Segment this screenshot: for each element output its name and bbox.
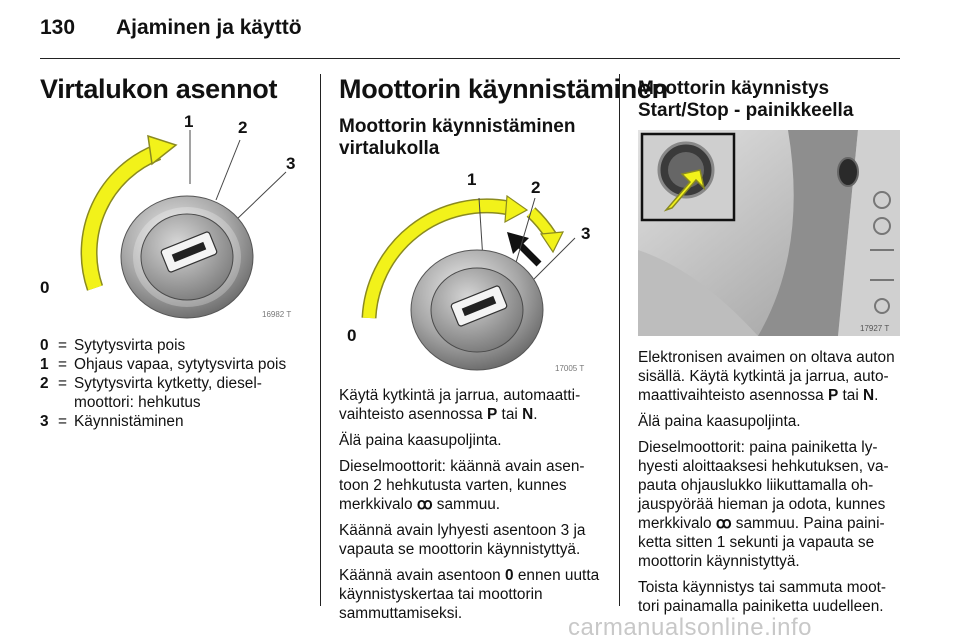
- text-run: tai: [838, 387, 864, 404]
- col3-paragraph-2: Älä paina kaasupoljinta.: [638, 413, 801, 430]
- text-run: .: [874, 387, 879, 404]
- gear-p: P: [827, 387, 839, 404]
- figure2-label-1: 1: [467, 170, 477, 189]
- section-title: Ajaminen ja käyttö: [116, 16, 302, 39]
- legend-text: Sytytysvirta kytketty, diesel-moottori: …: [74, 375, 262, 411]
- glow-plug-indicator-icon: ꝏ: [715, 515, 732, 532]
- col1-heading: Virtalukon asennot: [40, 74, 278, 104]
- text-run: Elektronisen avaimen on oltava auton sis…: [638, 349, 895, 404]
- text-run: Käännä avain asentoon: [339, 567, 506, 584]
- text-run: Dieselmoottorit: paina painiketta ly-hye…: [638, 439, 889, 532]
- legend-eq: =: [58, 375, 67, 392]
- watermark: carmanualsonline.info: [568, 614, 812, 641]
- key-ignition-illustration: [361, 194, 576, 371]
- col2-paragraph-4: Käännä avain lyhyesti asentoon 3 ja vapa…: [339, 522, 586, 558]
- legend-row-3: 3 = Käynnistäminen: [40, 412, 306, 431]
- text-run: Dieselmoottorit: käännä avain asen-toon …: [339, 458, 585, 513]
- figure1-label-1: 1: [184, 112, 194, 131]
- column-divider-1: [320, 74, 321, 606]
- text-run: ennen uutta käynnistyskertaa tai moottor…: [339, 567, 600, 622]
- legend-key: 3: [40, 413, 49, 430]
- col3-body: Elektronisen avaimen on oltava auton sis…: [638, 348, 904, 623]
- col2-heading: Moottorin käynnistäminen: [339, 74, 668, 104]
- legend-key: 0: [40, 337, 49, 354]
- text-run: Käytä kytkintä ja jarrua, automaatti-vai…: [339, 387, 581, 423]
- col2-subheading-line2: virtalukolla: [339, 138, 440, 159]
- col2-body: Käytä kytkintä ja jarrua, automaatti-vai…: [339, 386, 607, 630]
- col2-subheading: Moottorin käynnistäminen virtalukolla: [339, 116, 609, 160]
- ignition-positions-figure: 0 1 2 3 16982 T: [40, 112, 306, 324]
- legend-eq: =: [58, 413, 67, 430]
- figure3-code: 17927 T: [860, 324, 890, 333]
- legend-text: Sytytysvirta pois: [74, 337, 186, 354]
- col2-paragraph-1: Käytä kytkintä ja jarrua, automaatti-vai…: [339, 386, 607, 424]
- legend-text: Käynnistäminen: [74, 413, 184, 430]
- text-run: sammuu.: [432, 496, 501, 513]
- gear-n: N: [522, 406, 534, 423]
- legend-row-2: 2 = Sytytysvirta kytketty, diesel-mootto…: [40, 374, 306, 412]
- col3-heading: Moottorin käynnistys Start/Stop - painik…: [638, 78, 900, 122]
- col2-paragraph-5: Käännä avain asentoon 0 ennen uutta käyn…: [339, 566, 607, 623]
- legend-row-1: 1 = Ohjaus vapaa, sytytysvirta pois: [40, 355, 306, 374]
- start-stop-figure: 17927 T: [638, 130, 900, 336]
- col3-paragraph-3: Dieselmoottorit: paina painiketta ly-hye…: [638, 438, 904, 571]
- glow-plug-indicator-icon: ꝏ: [416, 496, 433, 513]
- figure2-code: 17005 T: [555, 364, 585, 373]
- col2-paragraph-3: Dieselmoottorit: käännä avain asen-toon …: [339, 457, 607, 514]
- figure1-label-0: 0: [40, 278, 50, 297]
- legend-eq: =: [58, 356, 67, 373]
- legend-text: Ohjaus vapaa, sytytysvirta pois: [74, 356, 287, 373]
- figure2-label-3: 3: [581, 224, 591, 243]
- gear-p: P: [487, 406, 498, 423]
- legend-key: 1: [40, 356, 49, 373]
- figure2-label-0: 0: [347, 326, 357, 345]
- header-divider: [40, 58, 900, 59]
- position-legend: 0 = Sytytysvirta pois 1 = Ohjaus vapaa, …: [40, 336, 306, 431]
- text-run: .: [533, 406, 538, 423]
- figure2-label-2: 2: [531, 178, 541, 197]
- key-start-figure: 0 1 2 3 17005 T: [339, 168, 605, 376]
- col3-paragraph-4: Toista käynnistys tai sammuta moot-tori …: [638, 579, 887, 615]
- col3-paragraph-1: Elektronisen avaimen on oltava auton sis…: [638, 348, 904, 405]
- legend-row-0: 0 = Sytytysvirta pois: [40, 336, 306, 355]
- col3-heading-line2: Start/Stop - painikkeella: [638, 100, 854, 121]
- figure1-code: 16982 T: [262, 310, 292, 319]
- figure1-label-3: 3: [286, 154, 296, 173]
- text-run: tai: [497, 406, 523, 423]
- start-stop-button-illustration: [638, 130, 900, 336]
- col3-heading-line1: Moottorin käynnistys: [638, 78, 830, 99]
- position-zero: 0: [505, 567, 514, 584]
- text-run: sammuu. Paina paini-ketta sitten 1 sekun…: [638, 515, 885, 570]
- col2-subheading-line1: Moottorin käynnistäminen: [339, 116, 576, 137]
- column-divider-2: [619, 74, 620, 606]
- figure1-label-2: 2: [238, 118, 248, 137]
- legend-eq: =: [58, 337, 67, 354]
- gear-n: N: [863, 387, 875, 404]
- page-number: 130: [40, 16, 76, 39]
- ignition-switch-illustration: [80, 130, 287, 319]
- col2-paragraph-2: Älä paina kaasupoljinta.: [339, 432, 502, 449]
- legend-key: 2: [40, 375, 49, 392]
